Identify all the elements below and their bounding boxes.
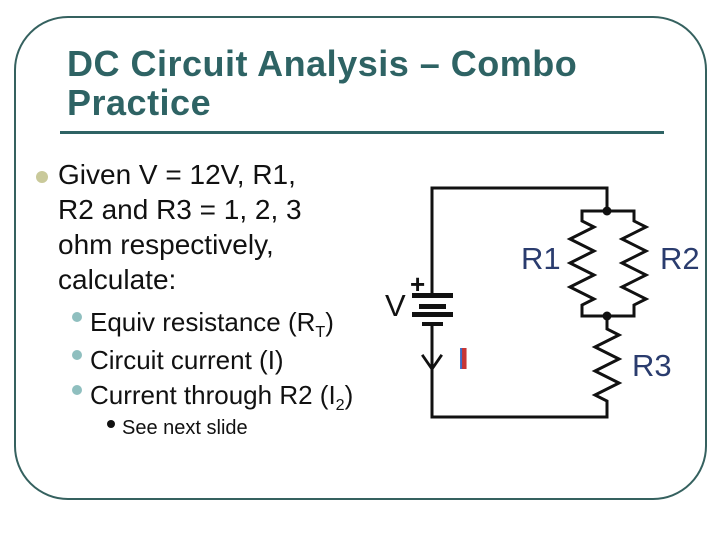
resistor-r3-label: R3 xyxy=(632,348,672,383)
slide-border-frame xyxy=(14,16,707,500)
main-bullet-line: calculate: xyxy=(58,264,177,295)
bullet-icon-level2 xyxy=(72,385,82,395)
bullet-icon-level3 xyxy=(107,420,115,428)
title-underline xyxy=(60,131,664,134)
battery-plate-long xyxy=(412,293,453,298)
junction-node-bottom xyxy=(602,311,612,321)
subscript: 2 xyxy=(335,396,345,415)
title-line-2: Practice xyxy=(67,82,212,123)
sub-bullet-text: ) xyxy=(344,380,354,410)
sub-bullet-equiv-resistance: Equiv resistance (RT) xyxy=(90,306,334,342)
current-arrow-head xyxy=(421,354,443,372)
bullet-icon-level2 xyxy=(72,350,82,360)
voltage-source-label: V xyxy=(385,288,406,323)
bullet-icon-level1 xyxy=(36,171,48,183)
note-see-next-slide: See next slide xyxy=(122,417,248,439)
main-bullet-text: Given V = 12V, R1, R2 and R3 = 1, 2, 3 o… xyxy=(58,157,438,297)
battery-plate-short xyxy=(422,322,443,326)
resistor-r3-symbol xyxy=(591,314,623,419)
resistor-r1-label: R1 xyxy=(521,241,561,276)
battery-symbol xyxy=(412,293,453,326)
battery-plate-long xyxy=(412,312,453,317)
battery-plus-label: + xyxy=(410,269,426,299)
resistor-r1-symbol xyxy=(566,209,598,318)
resistor-r2-symbol xyxy=(618,209,650,318)
sub-bullet-text: Equiv resistance (R xyxy=(90,307,316,337)
sub-bullet-current-r2: Current through R2 (I2) xyxy=(90,379,354,415)
main-bullet-line: R2 and R3 = 1, 2, 3 xyxy=(58,194,302,225)
title-line-1: DC Circuit Analysis – Combo xyxy=(67,43,578,84)
main-bullet-line: Given V = 12V, R1, xyxy=(58,159,296,190)
sub-bullet-text: Circuit current (I) xyxy=(90,345,284,375)
battery-plate-medium xyxy=(419,304,446,309)
resistor-r2-label: R2 xyxy=(660,241,700,276)
sub-bullet-text: Current through R2 (I xyxy=(90,380,336,410)
subscript: T xyxy=(315,323,326,342)
sub-bullet-circuit-current: Circuit current (I) xyxy=(90,344,284,376)
main-bullet-line: ohm respectively, xyxy=(58,229,274,260)
junction-node-top xyxy=(602,206,612,216)
sub-bullet-text: ) xyxy=(325,307,334,337)
current-label: I xyxy=(460,341,469,376)
bullet-icon-level2 xyxy=(72,312,82,322)
